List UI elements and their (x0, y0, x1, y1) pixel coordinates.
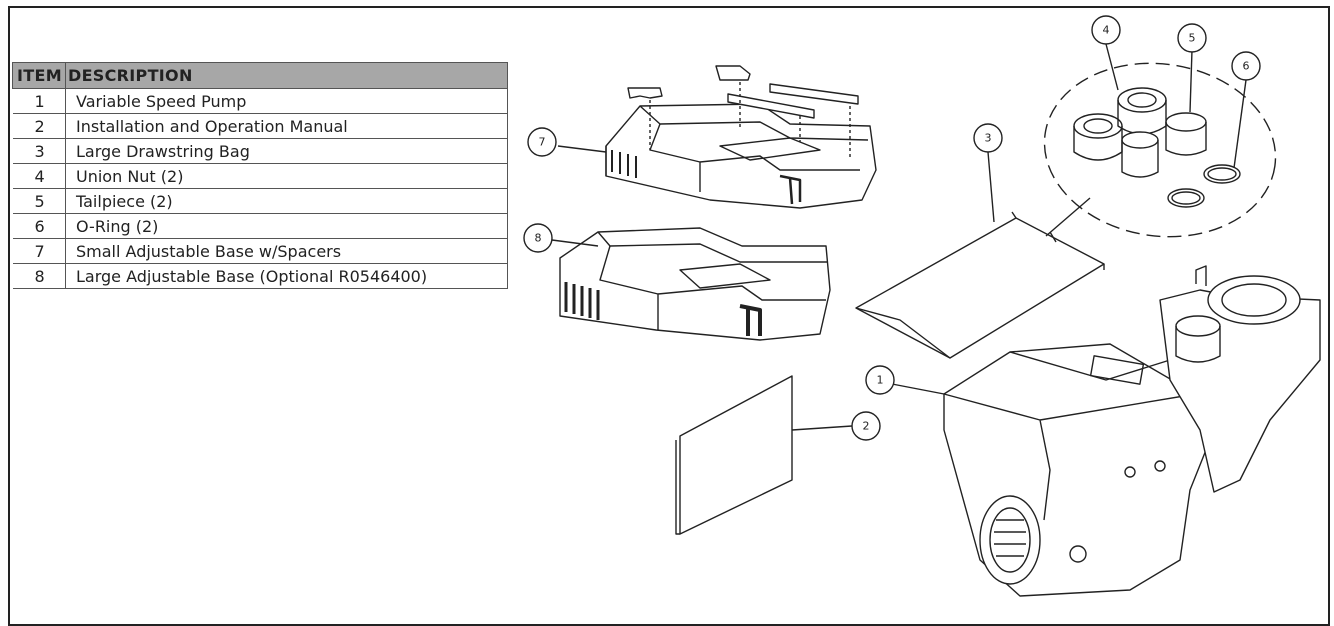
large-adjustable-base (559, 227, 831, 341)
manual (675, 375, 793, 535)
callout-5: 5 (1189, 32, 1196, 45)
fittings-group (1043, 62, 1277, 238)
row-description: Installation and Operation Manual (65, 113, 508, 139)
row-description: Large Adjustable Base (Optional R0546400… (65, 263, 508, 289)
row-item: 4 (12, 163, 66, 189)
row-description: Tailpiece (2) (65, 188, 508, 214)
callout-8: 8 (535, 232, 542, 245)
callout-3: 3 (985, 132, 992, 145)
row-description: Union Nut (2) (65, 163, 508, 189)
callout-6: 6 (1243, 60, 1250, 73)
callout-1: 1 (877, 374, 884, 387)
variable-speed-pump (943, 265, 1321, 597)
row-description: Large Drawstring Bag (65, 138, 508, 164)
callout-2: 2 (863, 420, 870, 433)
small-adjustable-base (605, 65, 877, 209)
row-item: 8 (12, 263, 66, 289)
callout-4: 4 (1103, 24, 1110, 37)
row-description: Small Adjustable Base w/Spacers (65, 238, 508, 264)
row-item: 7 (12, 238, 66, 264)
header-description: DESCRIPTION (65, 62, 508, 89)
drawstring-bag (855, 211, 1105, 359)
callout-7: 7 (539, 136, 546, 149)
